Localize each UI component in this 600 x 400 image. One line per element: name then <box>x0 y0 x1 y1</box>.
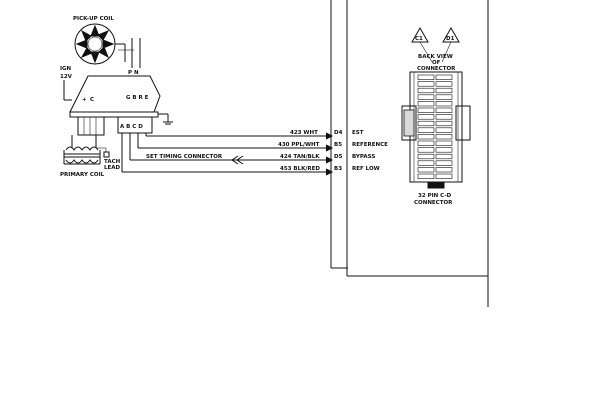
wire-harness: SET TIMING CONNECTOR <box>121 132 334 176</box>
connector-bottom-connector-label: CONNECTOR <box>414 200 453 206</box>
connector-pin <box>417 87 435 94</box>
connector-pin <box>435 81 453 87</box>
module-terminal-c: C <box>90 97 94 103</box>
back-view-label: BACK VIEW <box>418 54 453 60</box>
connector-pin <box>435 107 453 113</box>
connector-pin <box>435 160 453 166</box>
connector-pin <box>417 120 435 127</box>
wire-label: 423 WHT <box>290 130 318 136</box>
connector-bottom-label: 32 PIN C-D <box>418 193 452 199</box>
wire-label: 430 PPL/WHT <box>278 142 320 148</box>
connector-pin <box>417 74 435 80</box>
connector-pin <box>435 147 453 153</box>
wire-label: 453 BLK/RED <box>280 166 320 172</box>
connector-pin <box>435 153 453 160</box>
pin-label: B5 <box>334 142 342 148</box>
arrow-reference-icon <box>325 144 334 152</box>
pin-label: B3 <box>334 166 342 172</box>
connector-pin <box>417 167 435 173</box>
module-terminal-plus: + <box>82 97 87 103</box>
c1-triangle-icon: C1 <box>411 26 429 43</box>
pin-label: D5 <box>334 154 343 160</box>
d1-triangle-icon: D1 <box>442 26 460 43</box>
connector-pin <box>417 134 435 140</box>
signal-label: REFERENCE <box>352 142 388 148</box>
primary-coil-label: PRIMARY COIL <box>60 172 105 178</box>
primary-coil: TACH LEAD PRIMARY COIL <box>60 135 121 178</box>
module-pn-label: P N <box>128 70 139 76</box>
connector-pin <box>435 134 453 140</box>
arrow-ref-low-icon <box>325 168 334 176</box>
tach-label: TACH <box>104 159 121 165</box>
wire-labels: 423 WHT D4 EST 430 PPL/WHT B5 REFERENCE … <box>278 130 388 172</box>
connector-pin <box>435 94 453 100</box>
connector-pin <box>435 173 453 179</box>
set-timing-arrow-icon <box>231 155 244 165</box>
module-top-terminals: G B R E <box>126 95 149 101</box>
connector-pin-grid <box>417 74 453 179</box>
ign-voltage-label: 12V <box>60 74 73 80</box>
module-bottom-terminals: A B C D <box>120 124 143 130</box>
connector-pin <box>417 153 435 160</box>
pickup-coil-rotor-icon <box>75 24 115 64</box>
pin-label: D4 <box>334 130 343 136</box>
connector-pin <box>417 107 435 113</box>
connector-pin <box>435 101 453 107</box>
signal-label: REF LOW <box>352 166 380 172</box>
connector-pin <box>417 147 435 153</box>
connector-pin <box>435 87 453 94</box>
wire-label: 424 TAN/BLK <box>280 154 320 160</box>
connector-pin <box>417 140 435 146</box>
pickup-coil: PICK-UP COIL P N <box>73 16 141 76</box>
connector-pin <box>435 114 453 120</box>
signal-label: BYPASS <box>352 154 375 160</box>
signal-label: EST <box>352 130 364 136</box>
arrow-est-icon <box>325 132 334 140</box>
set-timing-connector-label: SET TIMING CONNECTOR <box>146 154 223 160</box>
connector-pin <box>417 127 435 133</box>
connector-pin <box>417 160 435 166</box>
connector-pin <box>435 127 453 133</box>
connector-d1-label: D1 <box>446 36 455 42</box>
arrow-bypass-icon <box>325 156 334 164</box>
back-view-connector-label: CONNECTOR <box>417 66 456 72</box>
connector-c1-label: C1 <box>415 36 423 42</box>
ign-label: IGN <box>60 66 72 72</box>
connector-pin <box>417 81 435 87</box>
connector-pin <box>435 74 453 80</box>
back-view-of-label: OF <box>432 60 441 66</box>
connector-pin <box>417 173 435 179</box>
ecm-connector: C1 D1 BACK VIEW OF CONNECTOR 32 PIN C-D … <box>401 26 471 206</box>
connector-pin <box>435 140 453 146</box>
connector-pin <box>435 120 453 127</box>
ecm-housing <box>330 0 489 307</box>
lead-label: LEAD <box>104 165 121 171</box>
connector-pin <box>435 167 453 173</box>
ignition-module: IGN 12V + C G B R E A B C D <box>60 66 173 136</box>
connector-pin <box>417 101 435 107</box>
pickup-coil-label: PICK-UP COIL <box>73 16 114 22</box>
connector-pin <box>417 94 435 100</box>
connector-pin <box>417 114 435 120</box>
